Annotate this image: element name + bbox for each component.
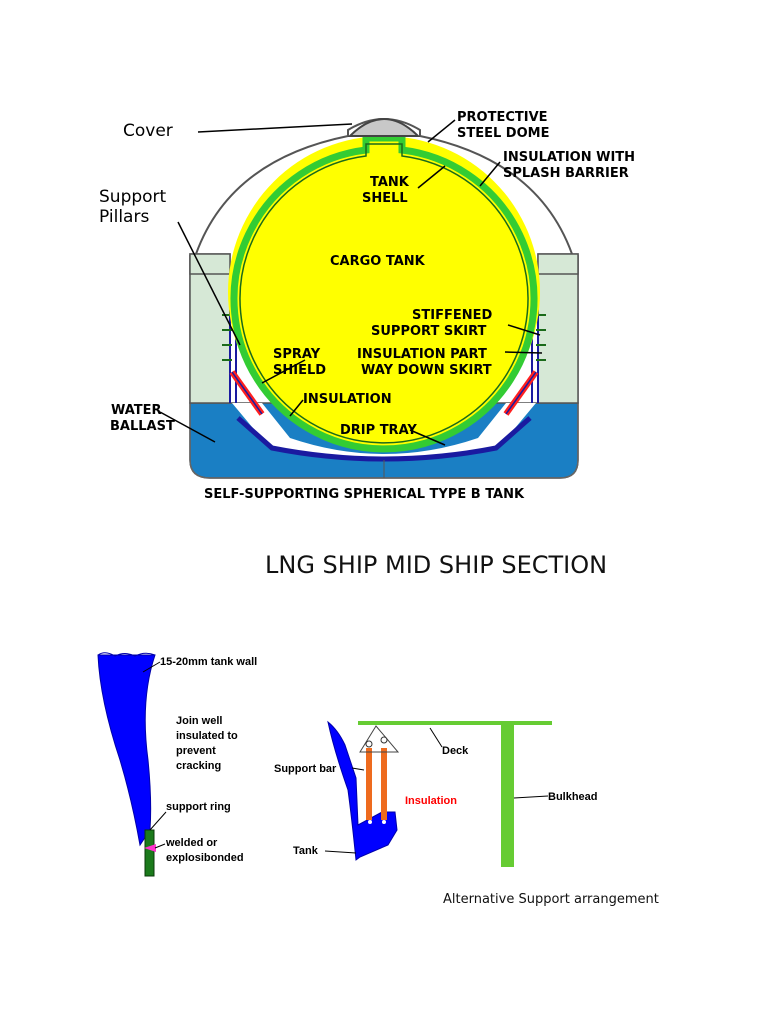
pillar-cap-right [537, 253, 579, 275]
hanger [359, 725, 400, 753]
label-support-2: Pillars [99, 207, 149, 227]
label-ins-part-1: INSULATION PART [357, 347, 487, 362]
label-protective-2: STEEL DOME [457, 126, 549, 141]
label-bulkhead: Bulkhead [548, 791, 598, 803]
tank-insulation [230, 134, 538, 453]
skirt-stiffeners [222, 314, 546, 361]
diagram-caption: SELF-SUPPORTING SPHERICAL TYPE B TANK [204, 487, 525, 502]
label-tank-shell-2: SHELL [362, 191, 408, 206]
label-cover: Cover [123, 121, 173, 141]
tank-cavity [232, 403, 536, 458]
label-stiffened-1: STIFFENED [412, 308, 492, 323]
label-water-1: WATER [111, 403, 162, 418]
deck [358, 721, 552, 725]
label-join-1: Join well [176, 715, 222, 727]
support-pillar-left [189, 253, 231, 404]
label-tank: Tank [293, 845, 319, 857]
label-insulation-1: INSULATION WITH [503, 150, 635, 165]
weld-point [144, 844, 156, 852]
section-title: LNG SHIP MID SHIP SECTION [265, 551, 608, 579]
label-join-2: insulated to [176, 730, 238, 742]
label-support-bar: Support bar [274, 763, 337, 775]
label-support-ring: support ring [166, 801, 231, 813]
drip-tray [236, 416, 532, 462]
label-join-3: prevent [176, 745, 216, 757]
label-insulation-2: SPLASH BARRIER [503, 166, 629, 181]
tank-shape [327, 720, 398, 861]
label-weld-2: explosibonded [166, 852, 244, 864]
alternative-support-caption: Alternative Support arrangement [443, 892, 659, 907]
cargo-tank-sphere [228, 136, 540, 448]
label-protective-1: PROTECTIVE [457, 110, 548, 125]
label-spray-1: SPRAY [273, 347, 321, 362]
label-insulation-red: Insulation [405, 795, 457, 807]
bulkhead [501, 721, 514, 867]
label-insulation: INSULATION [303, 392, 392, 407]
alt-leaders [324, 727, 549, 854]
leader-lines [159, 119, 543, 446]
detail-leaders [142, 661, 167, 849]
cover [347, 118, 421, 137]
label-tank-shell-1: TANK [370, 175, 410, 190]
pillar-cap-left [189, 253, 231, 275]
label-support-1: Support [99, 187, 167, 207]
spherical-tank-diagram: Cover PROTECTIVE STEEL DOME INSULATION W… [99, 110, 635, 502]
label-water-2: BALLAST [110, 419, 175, 434]
label-weld-1: welded or [165, 837, 218, 849]
label-ins-part-2: WAY DOWN SKIRT [361, 363, 492, 378]
label-spray-2: SHIELD [273, 363, 326, 378]
support-ring [144, 829, 155, 877]
label-drip-tray: DRIP TRAY [340, 423, 417, 438]
support-bar-2 [381, 748, 387, 820]
label-tank-wall: 15-20mm tank wall [160, 656, 257, 668]
support-bar-1 [366, 748, 372, 820]
label-cargo-tank: CARGO TANK [330, 254, 426, 269]
tank-shell-line [239, 143, 529, 444]
label-stiffened-2: SUPPORT SKIRT [371, 324, 487, 339]
hull-outline [189, 255, 579, 479]
label-join-4: cracking [176, 760, 221, 772]
label-deck: Deck [442, 745, 469, 757]
